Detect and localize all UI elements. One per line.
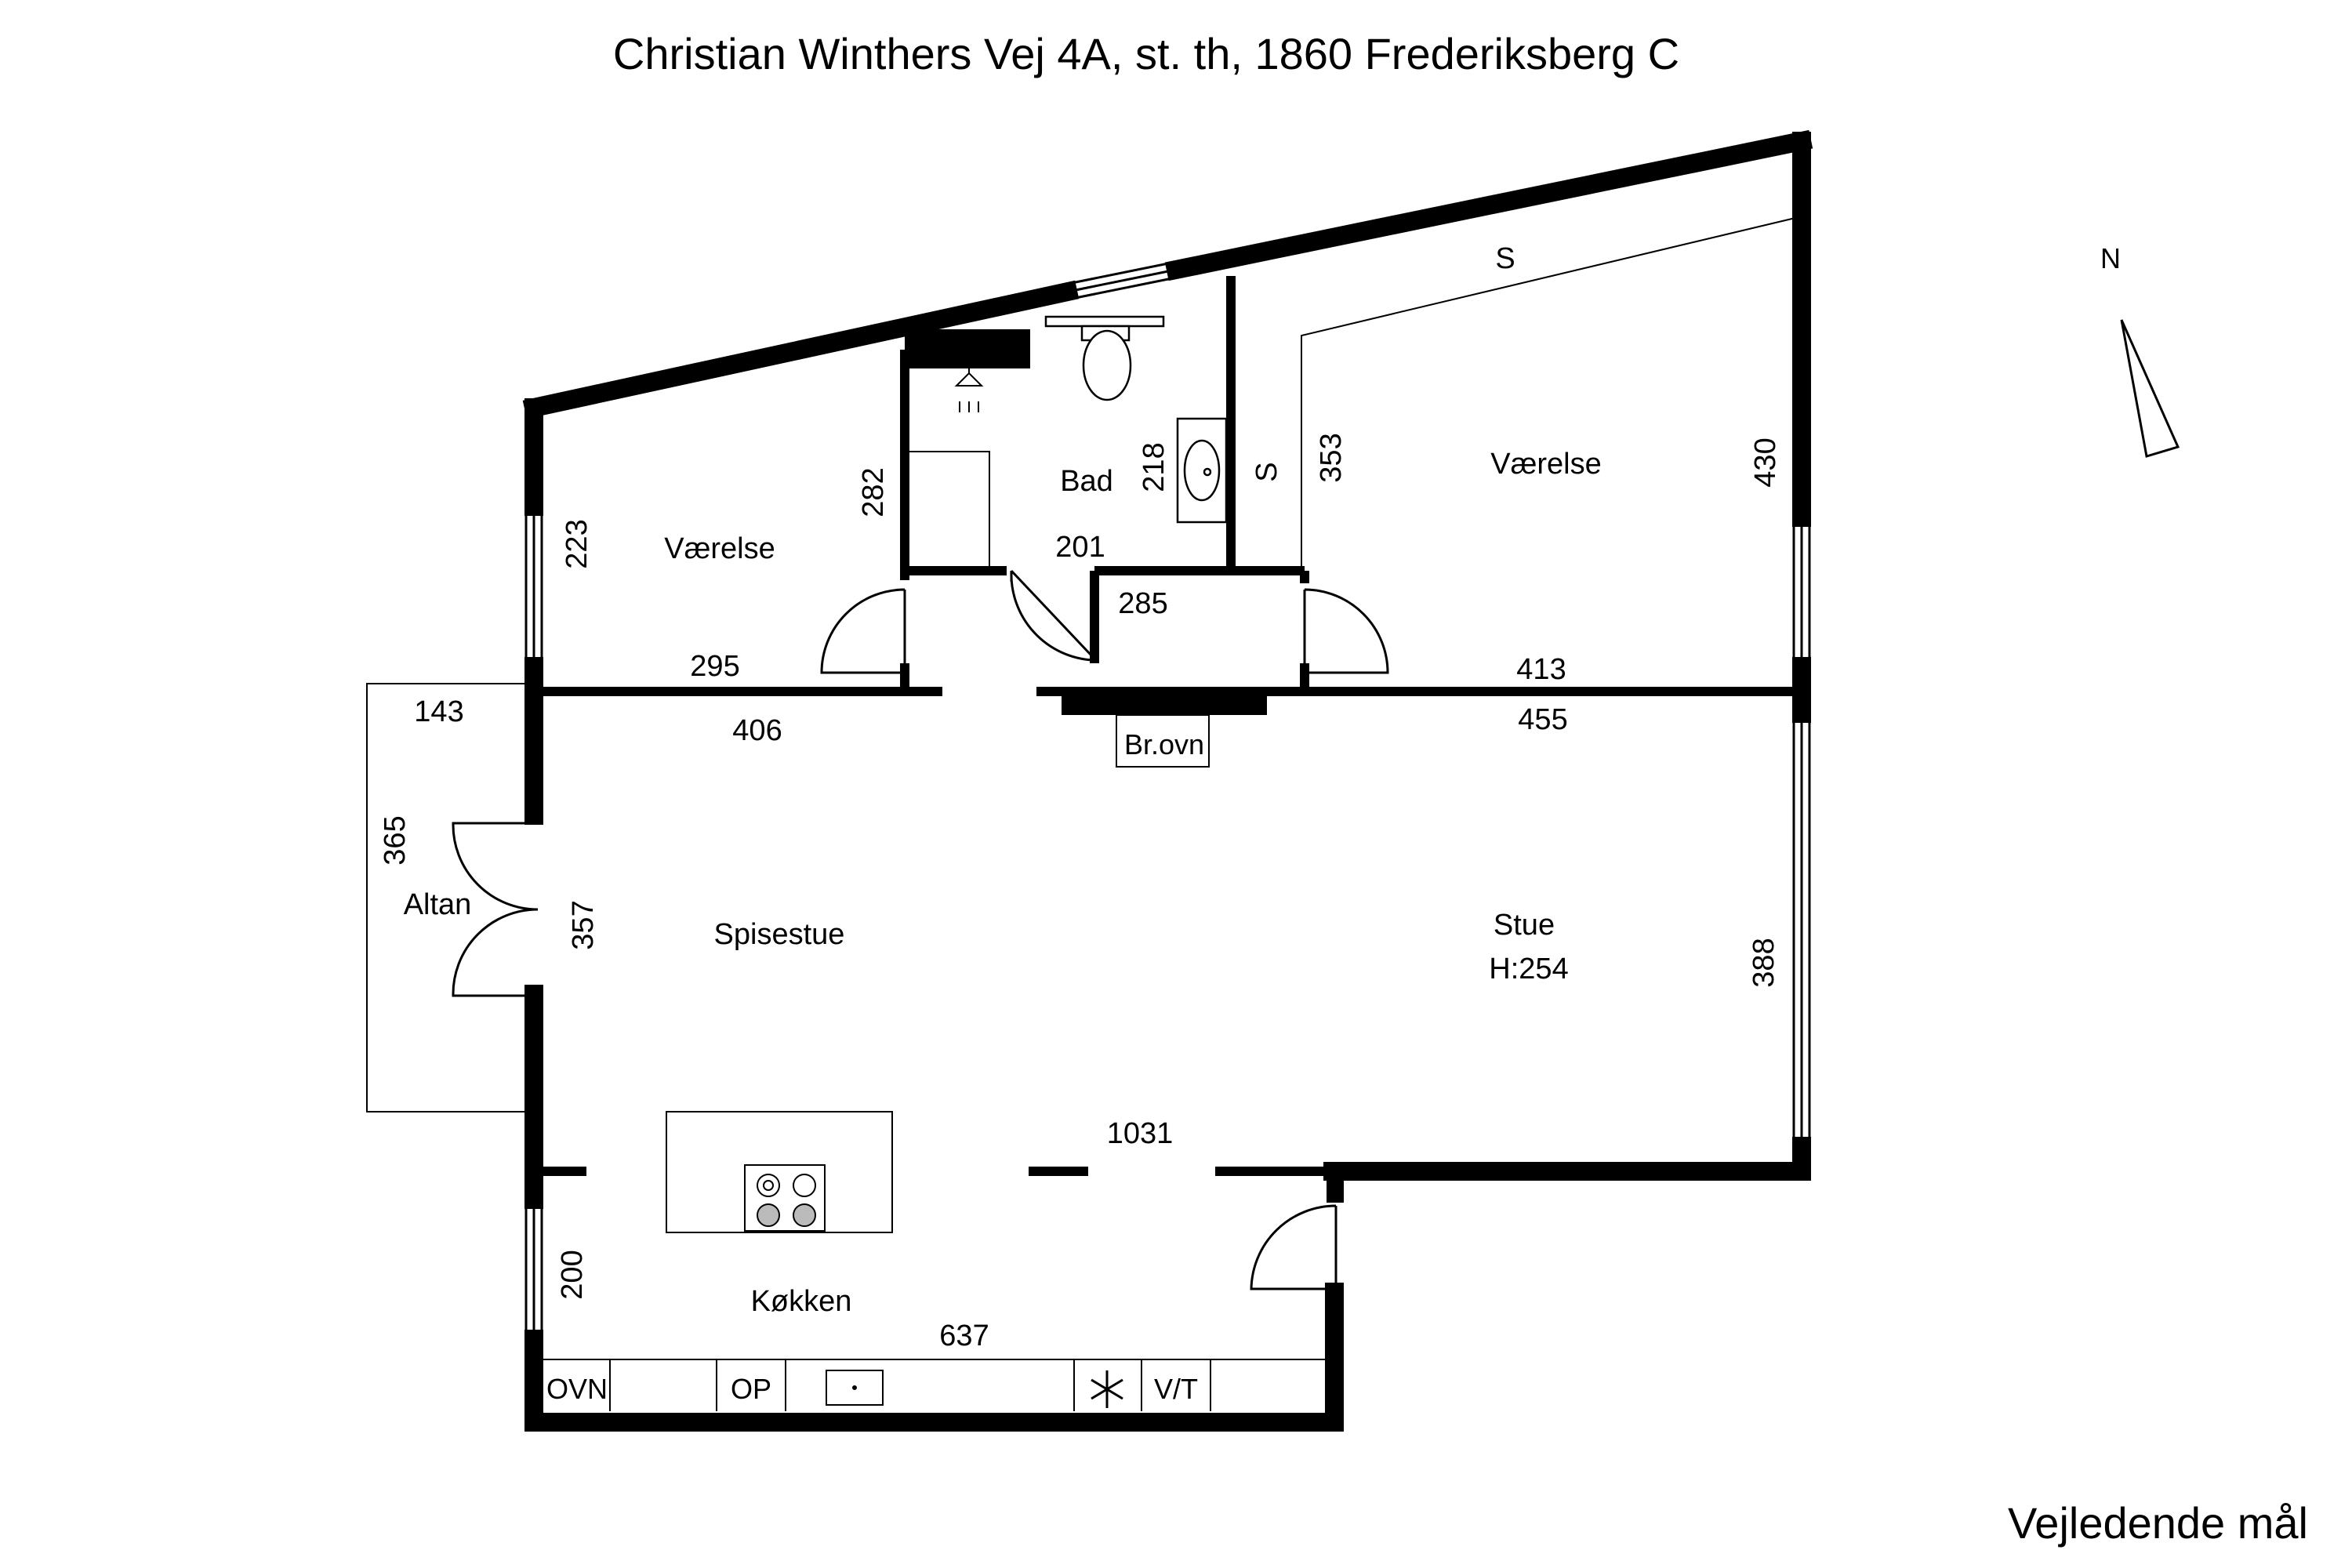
room-label-stue: Stue (1494, 909, 1555, 942)
footer-note: Vejledende mål (2008, 1498, 2308, 1548)
fireplace-block (1062, 688, 1267, 715)
room-label-vaerelse-left: Værelse (664, 532, 775, 565)
room-label-altan: Altan (404, 888, 472, 921)
door-vaerelse-right (1303, 588, 1389, 674)
closet-label-top: S (1495, 242, 1515, 275)
dimension-200: 200 (556, 1250, 589, 1299)
dishwasher-label: OP (731, 1373, 771, 1405)
door-vaerelse-left (820, 588, 906, 674)
dimension-201: 201 (1055, 531, 1105, 564)
room-label-koekken: Køkken (751, 1285, 852, 1318)
dimension-365: 365 (379, 815, 412, 865)
exterior-walls (524, 132, 1811, 1432)
north-arrow-icon (2120, 319, 2180, 458)
north-label: N (2100, 242, 2121, 274)
room-label-vaerelse-right: Værelse (1490, 448, 1602, 481)
kitchen-island (666, 1111, 893, 1233)
fireplace-label-box (1116, 714, 1210, 768)
closet-label-bad: S (1250, 462, 1283, 481)
dimension-295: 295 (690, 650, 739, 683)
window-bad-top (1067, 260, 1177, 301)
door-entrance-jamb (1327, 1171, 1344, 1203)
top-slanted-wall (522, 129, 1813, 419)
dimension-282: 282 (857, 467, 890, 517)
dimension-388: 388 (1748, 938, 1780, 987)
windows (524, 505, 1811, 1341)
dimension-413: 413 (1516, 653, 1566, 686)
dimension-430: 430 (1749, 437, 1782, 487)
door-entrance (1250, 1204, 1338, 1290)
room-height-stue: H:254 (1489, 953, 1568, 985)
room-label-spisestue: Spisestue (714, 918, 845, 951)
dimension-357: 357 (567, 900, 600, 949)
door-altan-upper (452, 822, 539, 911)
door-bad (1010, 569, 1094, 662)
kitchen-counter (539, 1359, 1330, 1411)
closet-lines (905, 217, 1796, 571)
page-title: Christian Winthers Vej 4A, st. th, 1860 … (613, 29, 1679, 78)
dimension-637: 637 (939, 1319, 989, 1352)
dimension-1031: 1031 (1107, 1117, 1174, 1150)
freezer-snowflake-icon (1091, 1370, 1123, 1408)
sink-icon (1176, 417, 1228, 524)
balcony-outline (366, 683, 527, 1112)
oven-label: OVN (546, 1373, 608, 1405)
dimension-143: 143 (414, 695, 463, 728)
dimension-406: 406 (732, 714, 782, 747)
door-altan-lower (452, 908, 539, 997)
doors (452, 569, 1389, 1290)
dimension-353: 353 (1315, 433, 1348, 482)
fireplace-label: Br.ovn (1124, 728, 1204, 760)
shower-block (905, 329, 1030, 368)
washer-dryer-label: V/T (1154, 1373, 1198, 1405)
shower-icon (954, 368, 984, 412)
dimension-218: 218 (1138, 442, 1171, 492)
room-label-bad: Bad (1060, 465, 1113, 498)
dimension-223: 223 (561, 519, 593, 568)
dimension-285: 285 (1118, 587, 1167, 620)
dimension-455: 455 (1518, 703, 1567, 736)
toilet-icon (1044, 315, 1165, 401)
